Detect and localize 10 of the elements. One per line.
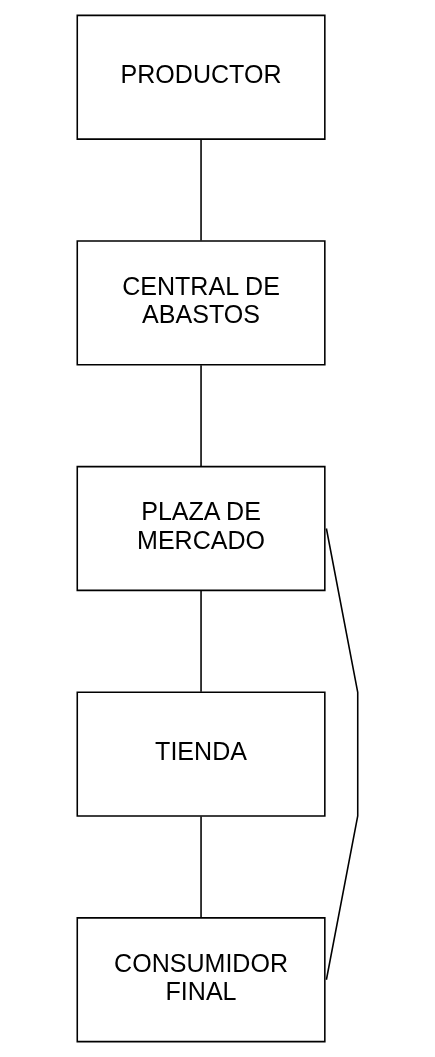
node-box: TIENDA [76,691,326,817]
connector [200,815,202,919]
node-box: PRODUCTOR [76,14,326,140]
connector [200,590,202,693]
connector [200,138,202,242]
node-box: CENTRAL DE ABASTOS [76,240,326,366]
connector [200,364,202,467]
node-box: CONSUMIDOR FINAL [76,917,326,1043]
connector [325,527,359,981]
node-box: PLAZA DE MERCADO [76,465,326,592]
